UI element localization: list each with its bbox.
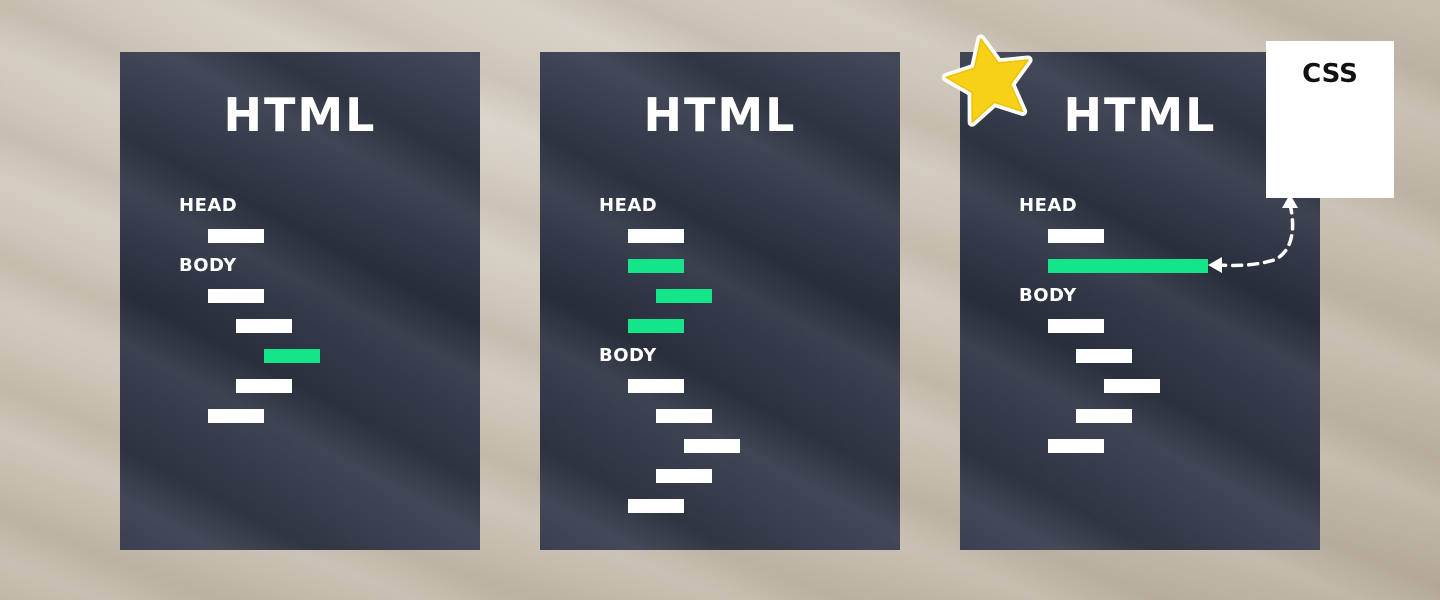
stylesheet-link-bar bbox=[1048, 259, 1208, 273]
body-element-bar bbox=[208, 409, 264, 423]
head-content-bar bbox=[208, 229, 264, 243]
star-icon bbox=[941, 34, 1033, 127]
body-element-bar bbox=[656, 469, 712, 483]
html-document-panel-2: HTML HEAD BODY bbox=[540, 52, 900, 550]
body-label: BODY bbox=[599, 345, 657, 366]
body-label: BODY bbox=[1019, 285, 1077, 306]
style-block-bar bbox=[628, 259, 684, 273]
css-file-card: CSS bbox=[1266, 41, 1394, 198]
body-element-bar bbox=[628, 379, 684, 393]
panel-title: HTML bbox=[223, 88, 377, 142]
css-card-label: CSS bbox=[1302, 59, 1358, 89]
body-element-bar bbox=[236, 379, 292, 393]
style-block-bar bbox=[628, 319, 684, 333]
body-element-bar bbox=[1076, 349, 1132, 363]
panel-title: HTML bbox=[643, 88, 797, 142]
body-element-bar bbox=[236, 319, 292, 333]
body-element-bar bbox=[684, 439, 740, 453]
style-block-bar bbox=[656, 289, 712, 303]
body-element-bar bbox=[1104, 379, 1160, 393]
head-content-bar bbox=[1048, 229, 1104, 243]
html-document-panel-3: HTML HEAD BODY bbox=[960, 52, 1320, 550]
head-label: HEAD bbox=[1019, 195, 1078, 216]
body-element-bar bbox=[1076, 409, 1132, 423]
panel-title: HTML bbox=[1063, 88, 1217, 142]
html-document-panel-1: HTML HEAD BODY bbox=[120, 52, 480, 550]
body-label: BODY bbox=[179, 255, 237, 276]
body-element-bar bbox=[1048, 439, 1104, 453]
inline-style-bar bbox=[264, 349, 320, 363]
head-label: HEAD bbox=[179, 195, 238, 216]
body-element-bar bbox=[628, 499, 684, 513]
dashed-double-arrow-icon bbox=[1208, 194, 1298, 273]
body-element-bar bbox=[656, 409, 712, 423]
body-element-bar bbox=[208, 289, 264, 303]
head-content-bar bbox=[628, 229, 684, 243]
head-label: HEAD bbox=[599, 195, 658, 216]
body-element-bar bbox=[1048, 319, 1104, 333]
